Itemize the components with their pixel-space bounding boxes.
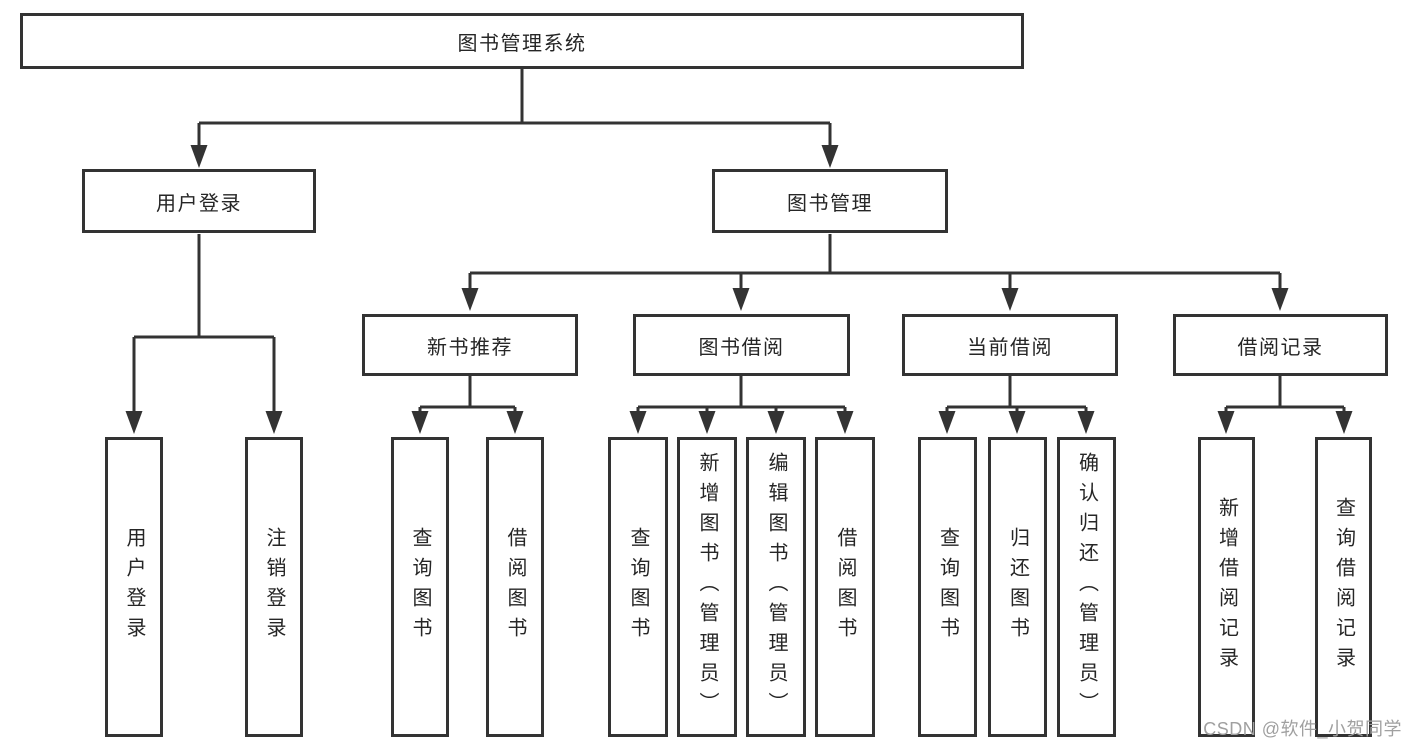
branch-borrowing-records — [1224, 376, 1346, 413]
arrowhead-icon — [190, 145, 208, 168]
leaf-add-books-admin: 新增图书（管理员） — [677, 437, 737, 737]
branch-book-management — [468, 234, 1282, 292]
leaf-query-books-borrowing-label: 查询图书 — [627, 527, 649, 647]
leaf-borrow-books-recommend: 借阅图书 — [486, 437, 544, 737]
arrowhead-icon — [265, 411, 283, 434]
leaf-return-books: 归还图书 — [988, 437, 1047, 737]
leaf-logout-label: 注销登录 — [263, 527, 285, 647]
leaf-add-books-admin-label: 新增图书（管理员） — [696, 452, 718, 722]
branch-new-book-recommend — [418, 376, 517, 413]
arrowhead-icon — [821, 145, 839, 168]
leaf-query-borrow-record: 查询借阅记录 — [1315, 437, 1372, 737]
branch-user-login — [132, 234, 276, 415]
node-user-login-label: 用户登录 — [156, 192, 242, 215]
arrowhead-icon — [411, 411, 429, 434]
arrowhead-icon — [1271, 288, 1289, 311]
node-book-borrowing-label: 图书借阅 — [698, 336, 785, 359]
leaf-user-login: 用户登录 — [105, 437, 163, 737]
node-new-book-recommend-label: 新书推荐 — [427, 336, 513, 359]
node-book-borrowing: 图书借阅 — [633, 314, 850, 376]
node-user-login: 用户登录 — [82, 169, 316, 233]
leaf-borrow-books-recommend-label: 借阅图书 — [504, 527, 526, 647]
arrowhead-icon — [461, 288, 479, 311]
leaf-confirm-return-admin: 确认归还（管理员） — [1057, 437, 1116, 737]
leaf-query-books-recommend-label: 查询图书 — [409, 527, 431, 647]
leaf-edit-books-admin-label: 编辑图书（管理员） — [765, 452, 787, 722]
arrowhead-icon — [1217, 411, 1235, 434]
arrowhead-icon — [1008, 411, 1026, 434]
arrowhead-icon — [732, 288, 750, 311]
branch-book-borrowing — [636, 376, 847, 413]
branch-current-borrowing — [945, 376, 1088, 413]
leaf-logout: 注销登录 — [245, 437, 303, 737]
arrowhead-icon — [1335, 411, 1353, 434]
leaf-user-login-label: 用户登录 — [123, 527, 145, 647]
branch-root — [197, 69, 832, 150]
leaf-query-books-borrowing: 查询图书 — [608, 437, 668, 737]
arrowhead-icon — [629, 411, 647, 434]
leaf-borrow-books-label: 借阅图书 — [834, 527, 856, 647]
leaf-add-borrow-record-label: 新增借阅记录 — [1215, 497, 1238, 677]
arrowhead-icon — [767, 411, 785, 434]
arrowhead-icon — [938, 411, 956, 434]
leaf-query-books-current-label: 查询图书 — [936, 527, 959, 647]
watermark-text: CSDN @软件_小贺同学 — [1203, 719, 1402, 739]
leaf-confirm-return-admin-label: 确认归还（管理员） — [1075, 452, 1098, 722]
leaf-borrow-books: 借阅图书 — [815, 437, 875, 737]
leaf-edit-books-admin: 编辑图书（管理员） — [746, 437, 806, 737]
node-new-book-recommend: 新书推荐 — [362, 314, 578, 376]
arrowhead-icon — [1077, 411, 1095, 434]
leaf-query-borrow-record-label: 查询借阅记录 — [1332, 497, 1355, 677]
node-root: 图书管理系统 — [20, 13, 1024, 69]
leaf-return-books-label: 归还图书 — [1006, 527, 1029, 647]
arrowhead-icon — [506, 411, 524, 434]
leaf-add-borrow-record: 新增借阅记录 — [1198, 437, 1255, 737]
node-book-management: 图书管理 — [712, 169, 948, 233]
node-current-borrowing: 当前借阅 — [902, 314, 1118, 376]
arrowhead-icon — [125, 411, 143, 434]
leaf-query-books-recommend: 查询图书 — [391, 437, 449, 737]
arrowhead-icon — [836, 411, 854, 434]
arrowhead-icon — [1001, 288, 1019, 311]
node-book-management-label: 图书管理 — [787, 192, 873, 215]
node-borrowing-records-label: 借阅记录 — [1237, 336, 1324, 359]
leaf-query-books-current: 查询图书 — [918, 437, 977, 737]
arrowhead-icon — [698, 411, 716, 434]
node-borrowing-records: 借阅记录 — [1173, 314, 1388, 376]
node-root-label: 图书管理系统 — [457, 32, 587, 55]
node-current-borrowing-label: 当前借阅 — [967, 336, 1053, 359]
